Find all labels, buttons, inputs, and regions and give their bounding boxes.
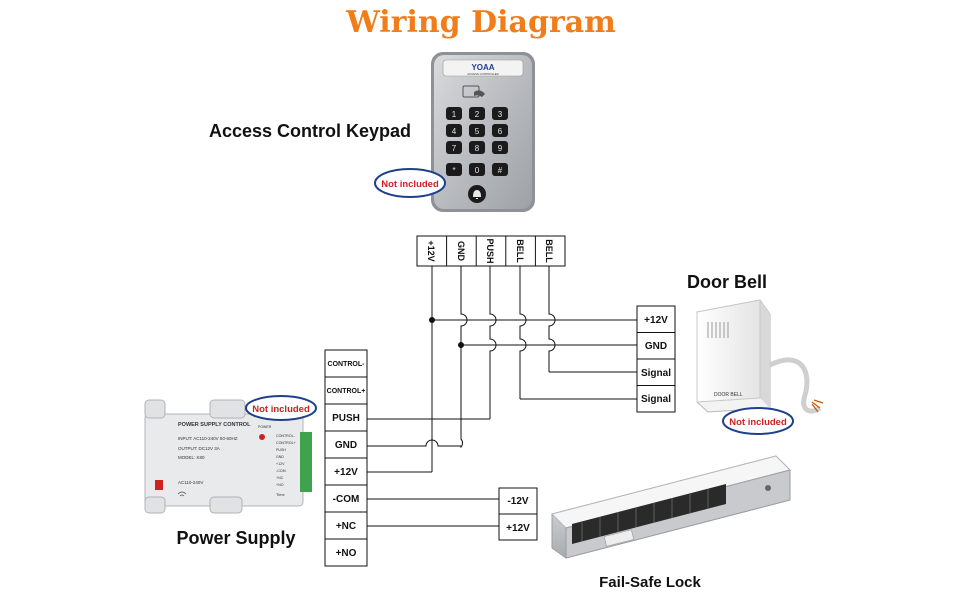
keypad-key-label: 1 [452, 110, 457, 119]
ps-footer: Time [276, 492, 286, 497]
power-supply-not-included-badge: Not included [245, 395, 317, 421]
keypad-key-label: 8 [475, 144, 480, 153]
bell-terminal-signal-1: Signal [641, 368, 671, 379]
keypad-key-5[interactable]: 5 [469, 124, 485, 137]
ps-side-terminal-labels: CONTROL- CONTROL+ PUSH GND +12V -COM +NC… [276, 434, 296, 487]
keypad-key-label: 6 [498, 127, 503, 136]
power-supply-label: Power Supply [176, 528, 295, 548]
svg-text:+NC: +NC [276, 476, 284, 480]
ps-panel-title: POWER SUPPLY CONTROL [178, 422, 251, 428]
ps-terminal-12v: +12V [334, 467, 358, 478]
svg-text:GND: GND [276, 455, 284, 459]
keypad-terminal-push: PUSH [485, 238, 495, 263]
keypad-not-included-badge: Not included [374, 168, 446, 198]
lock-terminal-minus12v: -12V [507, 496, 528, 507]
keypad-label: Access Control Keypad [209, 121, 411, 141]
access-control-keypad: YOAA ACCESS CONTROLLER 1 2 3 4 5 6 7 8 9 * 0 # [431, 52, 535, 212]
keypad-key-*[interactable]: * [446, 163, 462, 176]
ps-terminal-control-minus: CONTROL- [328, 361, 366, 368]
ps-terminal-no: +NO [336, 548, 357, 559]
bell-terminal-gnd: GND [645, 341, 667, 352]
keypad-terminal-bell-2: BELL [544, 239, 554, 263]
doorbell-body-text: DOOR BELL [714, 392, 743, 398]
keypad-key-7[interactable]: 7 [446, 141, 462, 154]
ps-spec-line-2: OUTPUT: DC12V 3A [178, 446, 220, 451]
keypad-key-4[interactable]: 4 [446, 124, 462, 137]
keypad-key-1[interactable]: 1 [446, 107, 462, 120]
keypad-key-3[interactable]: 3 [492, 107, 508, 120]
keypad-key-label: 3 [498, 110, 503, 119]
ps-terminal-control-plus: CONTROL+ [327, 388, 366, 395]
lock-terminal-plus12v: +12V [506, 523, 530, 534]
keypad-key-label: 2 [475, 110, 480, 119]
lock-terminal-block: -12V +12V [498, 487, 538, 541]
keypad-key-label: 9 [498, 144, 503, 153]
ps-spec-line-1: INPUT: AC110-240V 50-60HZ [178, 436, 238, 441]
keypad-key-label: 5 [475, 127, 480, 136]
keypad-terminal-gnd: GND [456, 241, 466, 262]
keypad-key-2[interactable]: 2 [469, 107, 485, 120]
ps-power-led [259, 434, 265, 440]
svg-text:PUSH: PUSH [276, 448, 286, 452]
doorbell-not-included-badge: Not included [722, 407, 794, 435]
keypad-terminal-12v: +12V [426, 240, 436, 261]
svg-text:-COM: -COM [276, 469, 286, 473]
wire-gnd-vertical [460, 266, 468, 449]
page-title: Wiring Diagram [345, 5, 616, 40]
doorbell-cable [768, 357, 822, 414]
keypad-key-#[interactable]: # [492, 163, 508, 176]
keypad-key-6[interactable]: 6 [492, 124, 508, 137]
svg-text:+NO: +NO [276, 483, 284, 487]
keypad-key-label: # [498, 166, 503, 175]
svg-text:CONTROL+: CONTROL+ [276, 441, 296, 445]
wire-push-vertical [489, 266, 497, 419]
keypad-terminal-bell-1: BELL [515, 239, 525, 263]
wires [367, 266, 637, 527]
wire-bell1-vertical [519, 266, 527, 399]
keypad-key-8[interactable]: 8 [469, 141, 485, 154]
ps-terminal-gnd: GND [335, 440, 357, 451]
keypad-key-9[interactable]: 9 [492, 141, 508, 154]
keypad-brand: YOAA [471, 63, 494, 72]
bell-icon [473, 190, 481, 199]
keypad-bell-button[interactable] [468, 185, 486, 203]
ps-terminal-com: -COM [333, 494, 360, 505]
svg-text:+12V: +12V [276, 462, 285, 466]
svg-text:CONTROL-: CONTROL- [276, 434, 296, 438]
keypad-terminal-block: +12V GND PUSH BELL BELL [416, 235, 566, 267]
svg-text:Not included: Not included [252, 404, 310, 415]
doorbell-terminal-block: +12V GND Signal Signal [636, 305, 676, 413]
keypad-key-0[interactable]: 0 [469, 163, 485, 176]
keypad-key-label: 7 [452, 144, 457, 153]
keypad-key-label: 4 [452, 127, 457, 136]
fail-safe-lock-device [551, 455, 791, 559]
rfid-card-icon [462, 85, 485, 98]
svg-text:Not included: Not included [729, 417, 787, 428]
lock-label: Fail-Safe Lock [599, 574, 701, 591]
doorbell-device: DOOR BELL [696, 299, 824, 414]
wire-ps-gnd [367, 439, 461, 447]
power-supply-terminal-block: CONTROL- CONTROL+ PUSH GND +12V -COM +NC… [324, 349, 368, 567]
keypad-key-label: 0 [475, 166, 480, 175]
wifi-icon [177, 491, 187, 497]
svg-text:Not included: Not included [381, 179, 439, 190]
doorbell-label: Door Bell [687, 272, 767, 292]
power-supply-device: POWER SUPPLY CONTROL INPUT: AC110-240V 5… [144, 399, 312, 514]
keypad-key-label: * [452, 166, 455, 175]
bell-terminal-12v: +12V [644, 315, 668, 326]
keypad-key-grid: 1 2 3 4 5 6 7 8 9 * 0 # [446, 107, 508, 176]
bell-terminal-signal-2: Signal [641, 394, 671, 405]
wire-bell2-vertical [548, 266, 556, 372]
junction-dot-gnd [458, 342, 464, 348]
ps-power-led-label: POWER [258, 425, 272, 429]
ps-spec-line-3: MODEL: K80 [178, 455, 205, 460]
junction-dot-12v [429, 317, 435, 323]
ps-terminal-nc: +NC [336, 521, 356, 532]
keypad-subbrand: ACCESS CONTROLLER [467, 72, 498, 76]
ps-terminal-push: PUSH [332, 413, 360, 424]
ps-ac-label: AC110-240V [178, 480, 203, 485]
